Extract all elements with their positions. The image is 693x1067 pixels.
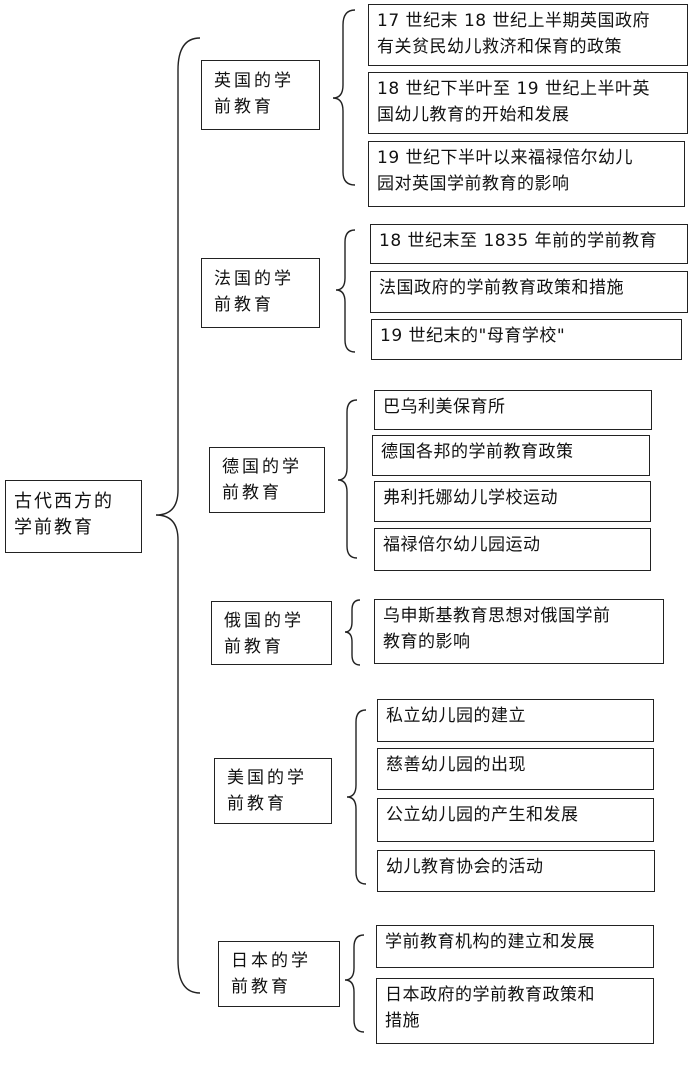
leaf-line2: 国幼儿教育的开始和发展 (377, 105, 570, 125)
leaf-england-1: 17 世纪末 18 世纪上半期英国政府 有关贫民幼儿救济和保育的政策 (368, 4, 688, 66)
branch-germany: 德国的学 前教育 (209, 447, 325, 513)
leaf-france-1: 18 世纪末至 1835 年前的学前教育 (370, 224, 688, 264)
leaf-usa-2: 慈善幼儿园的出现 (377, 748, 654, 790)
branch-france: 法国的学 前教育 (201, 258, 320, 328)
usa-brace (346, 709, 367, 885)
leaf-japan-1: 学前教育机构的建立和发展 (376, 925, 654, 968)
leaf-line1: 乌申斯基教育思想对俄国学前 (383, 606, 611, 626)
leaf-japan-2: 日本政府的学前教育政策和 措施 (376, 978, 654, 1044)
leaf-line1: 18 世纪末至 1835 年前的学前教育 (379, 231, 658, 251)
leaf-usa-4: 幼儿教育协会的活动 (377, 850, 655, 892)
branch-england: 英国的学 前教育 (201, 60, 320, 130)
leaf-england-2: 18 世纪下半叶至 19 世纪上半叶英 国幼儿教育的开始和发展 (368, 72, 688, 134)
branch-label-line2: 前教育 (214, 97, 274, 117)
leaf-germany-3: 弗利托娜幼儿学校运动 (374, 481, 651, 522)
branch-label-line1: 俄国的学 (224, 611, 304, 631)
leaf-line1: 17 世纪末 18 世纪上半期英国政府 (377, 11, 650, 31)
branch-label-line2: 前教育 (222, 483, 282, 503)
leaf-line1: 巴乌利美保育所 (383, 397, 506, 417)
leaf-line1: 慈善幼儿园的出现 (386, 755, 526, 775)
leaf-line1: 学前教育机构的建立和发展 (385, 932, 595, 952)
germany-brace (337, 399, 358, 559)
branch-label-line1: 日本的学 (231, 951, 311, 971)
leaf-line1: 公立幼儿园的产生和发展 (386, 805, 579, 825)
root-node: 古代西方的 学前教育 (5, 480, 142, 553)
root-brace (155, 37, 201, 994)
leaf-line1: 法国政府的学前教育政策和措施 (379, 278, 624, 298)
branch-usa: 美国的学 前教育 (214, 758, 332, 824)
leaf-france-3: 19 世纪末的"母育学校" (371, 319, 682, 360)
branch-label-line1: 德国的学 (222, 457, 302, 477)
leaf-line1: 私立幼儿园的建立 (386, 706, 526, 726)
leaf-line2: 教育的影响 (383, 632, 471, 652)
branch-russia: 俄国的学 前教育 (211, 601, 332, 665)
leaf-germany-1: 巴乌利美保育所 (374, 390, 652, 430)
leaf-line1: 福禄倍尔幼儿园运动 (383, 535, 541, 555)
leaf-line2: 有关贫民幼儿救济和保育的政策 (377, 37, 622, 57)
leaf-line1: 19 世纪末的"母育学校" (380, 326, 566, 346)
leaf-germany-2: 德国各邦的学前教育政策 (372, 435, 650, 476)
branch-label-line2: 前教育 (231, 977, 291, 997)
root-label-line2: 学前教育 (14, 517, 94, 538)
france-brace (335, 229, 356, 353)
leaf-line1: 日本政府的学前教育政策和 (385, 985, 595, 1005)
russia-brace (344, 599, 361, 666)
branch-label-line2: 前教育 (214, 295, 274, 315)
england-brace (332, 9, 356, 186)
branch-label-line1: 法国的学 (214, 269, 294, 289)
branch-label-line1: 美国的学 (227, 768, 307, 788)
leaf-usa-3: 公立幼儿园的产生和发展 (377, 798, 654, 842)
japan-brace (344, 934, 365, 1033)
branch-label-line1: 英国的学 (214, 71, 294, 91)
leaf-russia-1: 乌申斯基教育思想对俄国学前 教育的影响 (374, 599, 664, 664)
root-label-line1: 古代西方的 (14, 491, 114, 512)
leaf-germany-4: 福禄倍尔幼儿园运动 (374, 528, 651, 571)
leaf-france-2: 法国政府的学前教育政策和措施 (370, 271, 688, 313)
leaf-line2: 园对英国学前教育的影响 (377, 174, 570, 194)
leaf-line1: 18 世纪下半叶至 19 世纪上半叶英 (377, 79, 650, 99)
leaf-line1: 德国各邦的学前教育政策 (381, 442, 574, 462)
leaf-line1: 幼儿教育协会的活动 (386, 857, 544, 877)
leaf-line2: 措施 (385, 1011, 420, 1031)
leaf-england-3: 19 世纪下半叶以来福禄倍尔幼儿 园对英国学前教育的影响 (368, 141, 685, 207)
leaf-usa-1: 私立幼儿园的建立 (377, 699, 654, 742)
leaf-line1: 19 世纪下半叶以来福禄倍尔幼儿 (377, 148, 634, 168)
branch-japan: 日本的学 前教育 (218, 941, 340, 1007)
leaf-line1: 弗利托娜幼儿学校运动 (383, 488, 558, 508)
branch-label-line2: 前教育 (227, 794, 287, 814)
branch-label-line2: 前教育 (224, 637, 284, 657)
